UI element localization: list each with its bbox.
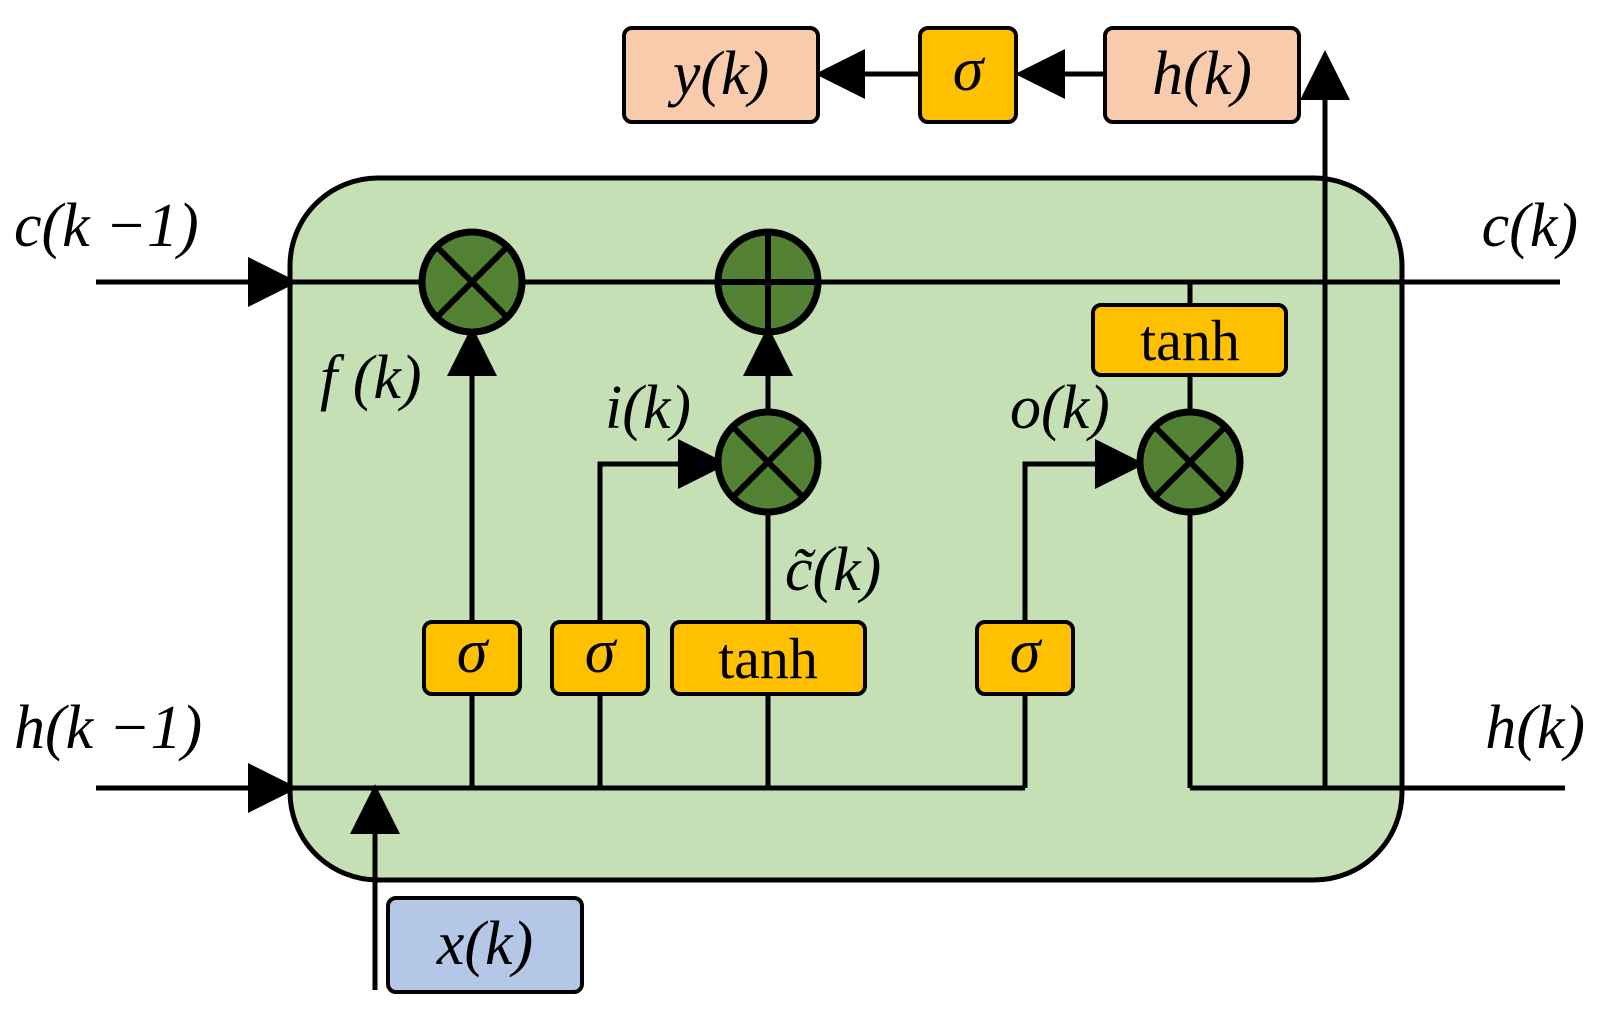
candidate-label: c̃(k)	[785, 536, 881, 604]
cell-tanh-label: tanh	[1140, 308, 1240, 373]
h-top-box: h(k)	[1103, 26, 1301, 124]
h-out-label: h(k)	[1485, 694, 1585, 762]
x-input-label: x(k)	[436, 910, 533, 978]
output-sigma-label: σ	[1010, 618, 1043, 686]
output-multiply-operator	[1136, 408, 1244, 516]
forget-gate-label: f (k)	[320, 344, 422, 412]
c-prev-label: c(k −1)	[14, 192, 199, 260]
c-out-label: c(k)	[1482, 192, 1578, 260]
cell-tanh-gate: tanh	[1091, 303, 1288, 377]
candidate-tanh-gate: tanh	[670, 620, 867, 696]
x-input-box: x(k)	[386, 896, 584, 994]
output-sigma-gate: σ	[975, 618, 1075, 696]
h-top-label: h(k)	[1152, 40, 1252, 108]
input-sigma-label: σ	[585, 618, 618, 686]
input-gate-label: i(k)	[605, 374, 691, 442]
top-sigma-gate: σ	[918, 26, 1018, 124]
h-prev-label: h(k −1)	[14, 694, 202, 762]
candidate-tanh-label: tanh	[718, 626, 818, 691]
cell-add-operator	[714, 228, 822, 336]
y-output-box: y(k)	[622, 26, 820, 124]
forget-sigma-label: σ	[457, 618, 490, 686]
y-output-label: y(k)	[667, 40, 769, 108]
output-gate-label: o(k)	[1010, 374, 1110, 442]
input-multiply-operator	[714, 408, 822, 516]
top-sigma-label: σ	[953, 36, 986, 104]
forget-multiply-operator	[418, 228, 526, 336]
forget-sigma-gate: σ	[422, 618, 522, 696]
input-sigma-gate: σ	[550, 618, 650, 696]
